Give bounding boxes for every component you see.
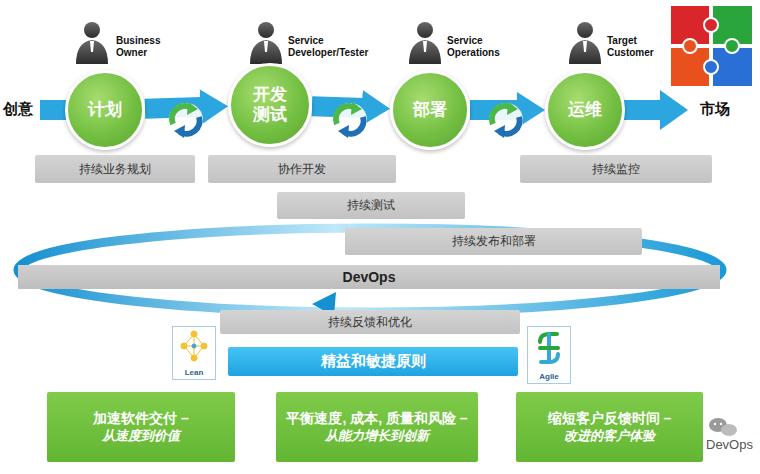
- cycle-icon: [169, 102, 203, 138]
- lean-badge: Lean: [172, 326, 216, 380]
- person-icon: [76, 22, 601, 64]
- node-text: Agile: [539, 372, 559, 381]
- node-text: 改进的客户体验: [564, 428, 655, 445]
- principle-bar: 精益和敏捷原则: [228, 347, 518, 376]
- benefit-box: 平衡速度, 成本, 质量和风险 –从能力增长到创新: [276, 392, 478, 462]
- agile-icon: [540, 334, 558, 362]
- agile-badge: Agile: [527, 326, 571, 384]
- node-text: 运维: [568, 100, 602, 120]
- practice-bar: 持续业务规划: [35, 155, 195, 183]
- node-text: 精益和敏捷原则: [321, 352, 426, 371]
- watermark: DevOps: [706, 438, 758, 453]
- node-text: 平衡速度, 成本, 质量和风险 –: [286, 409, 467, 427]
- node-text: DevOps: [343, 269, 396, 285]
- process-circle: 计划: [65, 70, 145, 150]
- benefit-box: 加速软件交付 –从速度到价值: [47, 392, 235, 462]
- node-text: 持续反馈和优化: [328, 314, 412, 331]
- benefit-box: 缩短客户反馈时间 –改进的客户体验: [516, 392, 703, 462]
- lean-icon: [181, 331, 207, 361]
- node-text: 加速软件交付 –: [93, 409, 189, 427]
- role-label: Target Customer: [607, 35, 667, 58]
- process-circle: 部署: [390, 70, 470, 150]
- practice-bar: 持续监控: [520, 155, 712, 183]
- process-circle: 运维: [545, 70, 625, 150]
- node-text: 开发 测试: [250, 85, 290, 124]
- cycle-icon: [333, 102, 367, 138]
- node-text: 持续业务规划: [79, 161, 151, 178]
- node-text: 持续测试: [347, 197, 395, 214]
- node-text: 部署: [413, 100, 447, 120]
- node-text: 从速度到价值: [102, 428, 180, 445]
- node-text: Lean: [185, 368, 204, 377]
- role-label: Service Operations: [447, 35, 527, 58]
- practice-bar: 协作开发: [208, 155, 396, 183]
- devops-loop: [18, 228, 722, 316]
- node-text: 协作开发: [278, 161, 326, 178]
- end-label: 市场: [700, 100, 750, 117]
- practice-bar: 持续反馈和优化: [220, 310, 520, 334]
- wechat-icon: [709, 418, 737, 436]
- puzzle-icon: [670, 5, 753, 87]
- node-text: 持续发布和部署: [452, 233, 536, 250]
- node-text: 持续监控: [592, 161, 640, 178]
- role-label: Service Developer/Tester: [288, 35, 388, 58]
- devops-band: DevOps: [18, 265, 720, 289]
- process-circle: 开发 测试: [228, 63, 312, 147]
- node-text: 计划: [88, 100, 122, 120]
- role-label: Business Owner: [116, 35, 178, 58]
- practice-bar: 持续测试: [277, 192, 465, 219]
- start-label: 创意: [3, 100, 43, 117]
- node-text: 从能力增长到创新: [325, 428, 429, 445]
- practice-bar: 持续发布和部署: [345, 228, 642, 255]
- cycle-icon: [489, 102, 523, 138]
- node-text: 缩短客户反馈时间 –: [548, 409, 672, 427]
